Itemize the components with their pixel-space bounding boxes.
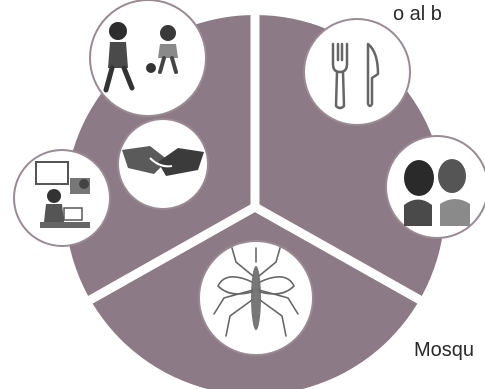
wheel-separators [87, 10, 423, 304]
children-playing-ball-icon [89, 0, 207, 117]
mosquito-icon [198, 240, 314, 356]
fork-knife-icon [303, 18, 411, 126]
caption-fragment-bottom-right: Mosqu [414, 339, 474, 361]
caption-fragment-top-right: o al b [393, 3, 442, 25]
office-workers-icon [13, 149, 111, 247]
handshake-icon [117, 118, 209, 210]
people-kissing-icon [385, 135, 485, 239]
